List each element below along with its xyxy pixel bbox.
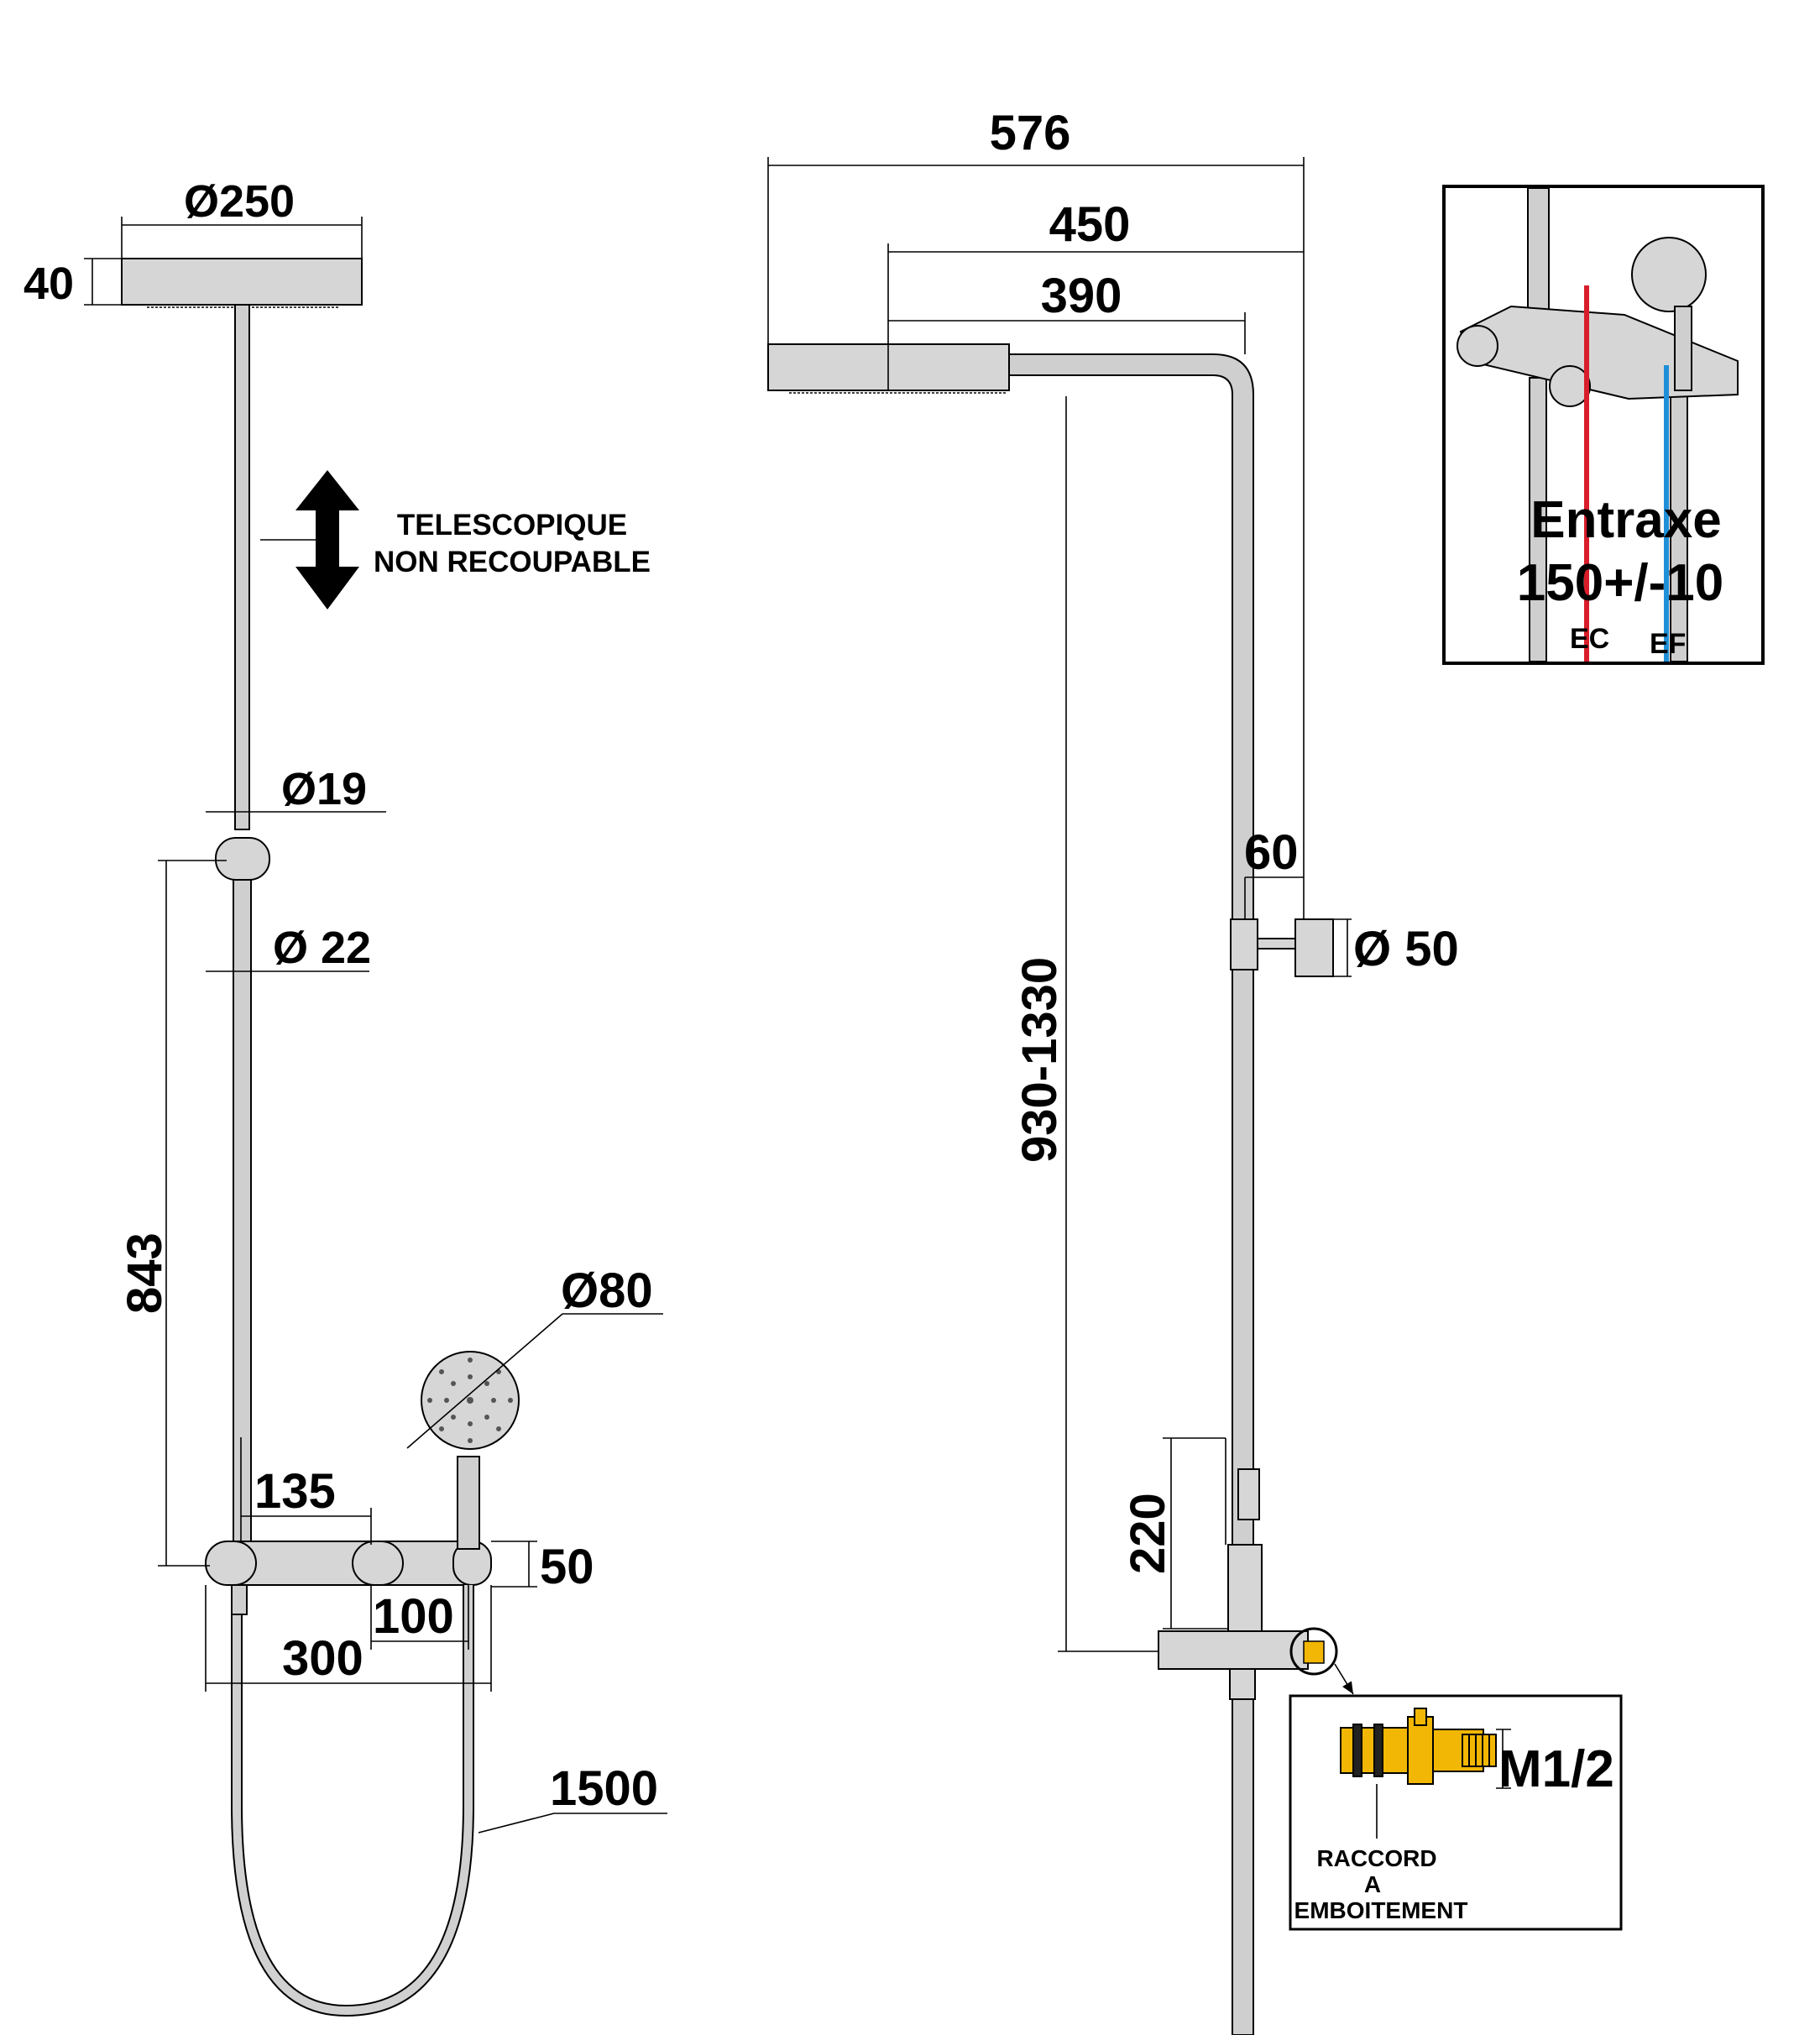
inset-hand-shower-icon: [1631, 237, 1707, 312]
inset-title-line2: 150+/-10: [1517, 554, 1724, 612]
dim-135: 135: [254, 1464, 336, 1519]
quick-connect-fitting-icon: [1340, 1708, 1497, 1785]
lower-tube: [233, 879, 252, 1544]
hand-shower-handle: [457, 1456, 480, 1550]
fitting-label-line2: A: [1364, 1871, 1381, 1897]
upper-tube: [234, 304, 250, 830]
dim-hose-length: 1500: [550, 1761, 658, 1816]
overhead-shower-head: [121, 258, 363, 306]
inset-title-line1: Entraxe: [1530, 491, 1721, 549]
dim-300: 300: [282, 1631, 363, 1686]
dim-390: 390: [1041, 269, 1122, 323]
inset-entraxe: Entraxe 150+/-10 EC EF: [1442, 185, 1765, 665]
right-view: 576 450 390 930-1330 60 Ø 50 220: [767, 106, 1459, 2035]
shower-arm: [1008, 353, 1254, 2035]
thermostat-side: [1158, 1630, 1309, 1670]
dim-hand-shower-diameter: Ø80: [561, 1263, 653, 1318]
dim-60: 60: [1244, 825, 1299, 880]
dim-450: 450: [1049, 197, 1131, 252]
thread-size: M1/2: [1498, 1740, 1614, 1798]
inset-fitting: M1/2 RACCORD A EMBOITEMENT: [1289, 1694, 1623, 1931]
fitting-detail-marker: [1289, 1627, 1338, 1676]
dim-50-left: 50: [540, 1540, 594, 1594]
dim-head-height: 40: [24, 259, 74, 309]
telescopic-label-line1: TELESCOPIQUE: [397, 509, 627, 541]
dim-outlet-diameter: Ø 50: [1353, 922, 1459, 976]
telescopic-arrow-icon: [260, 470, 359, 609]
cold-water-label: EF: [1650, 628, 1686, 660]
outlet-elbow: [1294, 918, 1334, 977]
hot-water-label: EC: [1570, 623, 1609, 655]
dim-lower-tube-diameter: Ø 22: [273, 923, 371, 973]
dim-head-diameter: Ø250: [184, 176, 295, 227]
tube-joint: [215, 837, 270, 881]
dim-upper-tube-diameter: Ø19: [281, 764, 367, 814]
fitting-label-line3: EMBOITEMENT: [1294, 1897, 1468, 1923]
left-view: Ø250 40 TELESCOPIQUE NON RECOUPABLE Ø19 …: [24, 176, 667, 2017]
dim-rail-height: 843: [118, 1232, 172, 1314]
fitting-label-line1: RACCORD: [1316, 1845, 1436, 1871]
dim-height-range: 930-1330: [1012, 957, 1067, 1163]
dim-220: 220: [1121, 1493, 1175, 1574]
dim-100: 100: [373, 1589, 454, 1644]
dim-576: 576: [990, 106, 1071, 160]
telescopic-label-line2: NON RECOUPABLE: [374, 546, 651, 578]
